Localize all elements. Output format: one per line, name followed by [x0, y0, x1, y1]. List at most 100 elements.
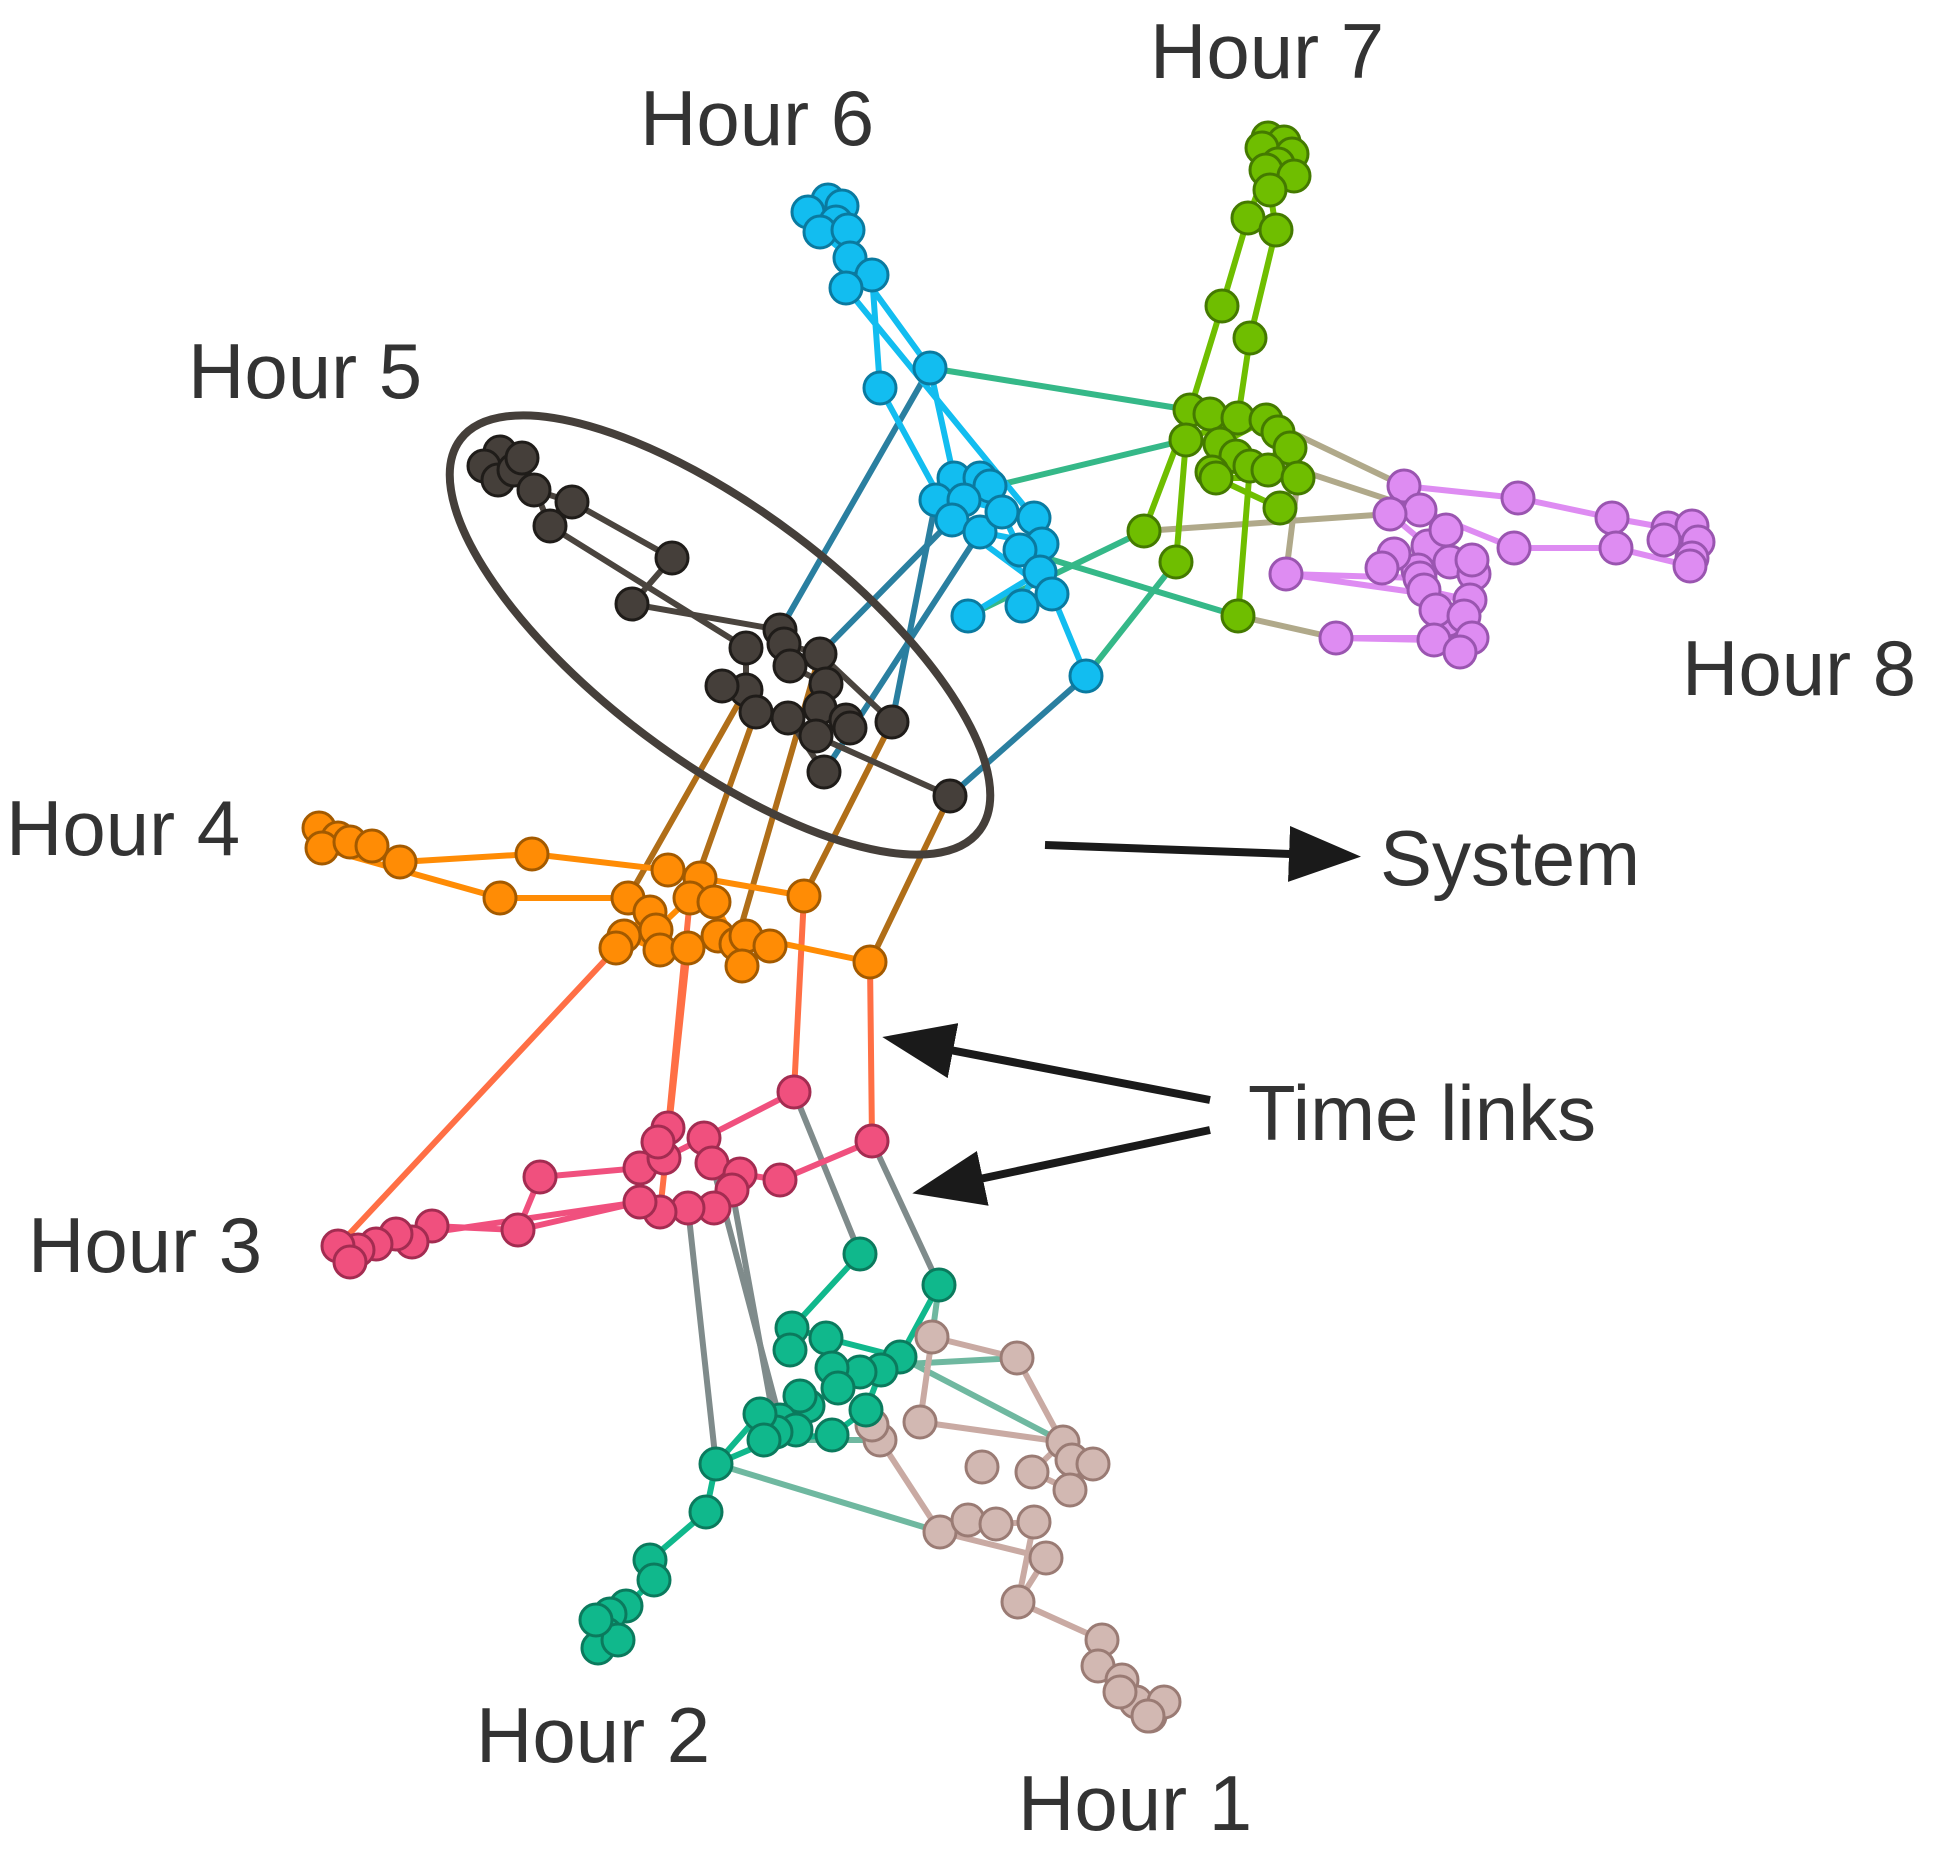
node-hour-5	[770, 700, 806, 736]
edge-hour-7	[1187, 303, 1225, 413]
edge-hour-8	[1401, 483, 1521, 501]
node-hour-2	[820, 1370, 856, 1406]
node-hour-5	[772, 648, 808, 684]
node-hour-1	[1014, 1454, 1050, 1490]
node-hour-6	[1068, 658, 1104, 694]
node-hour-3	[622, 1184, 658, 1220]
edge-hour-5	[547, 523, 749, 651]
node-hour-4	[514, 836, 550, 872]
node-hour-4	[650, 852, 686, 888]
system-highlight-ellipse	[445, 411, 995, 859]
edge-hour-6	[927, 365, 957, 481]
node-hour-2	[814, 1417, 850, 1453]
node-hour-6	[950, 598, 986, 634]
node-hour-7	[1280, 460, 1316, 496]
node-hour-2	[746, 1422, 782, 1458]
node-hour-7	[1168, 422, 1204, 458]
node-hour-1	[902, 1404, 938, 1440]
edge-hour-5	[629, 601, 783, 633]
node-hour-1	[1052, 1472, 1088, 1508]
label-hour-8: Hour 8	[1682, 624, 1916, 712]
node-hour-6	[1004, 588, 1040, 624]
node-hour-7	[1220, 598, 1256, 634]
node-hour-8	[1454, 542, 1490, 578]
node-hour-3	[854, 1123, 890, 1159]
edge-hour-5	[569, 499, 675, 561]
node-hour-6	[962, 514, 998, 550]
time-link	[1141, 511, 1393, 534]
node-hour-8	[1598, 530, 1634, 566]
node-hour-4	[752, 928, 788, 964]
time-link	[889, 497, 939, 725]
node-hour-2	[921, 1267, 957, 1303]
node-hour-3	[332, 1244, 368, 1280]
node-hour-1	[1000, 1584, 1036, 1620]
node-hour-1	[1016, 1504, 1052, 1540]
edge-hour-4	[397, 851, 535, 865]
time-link	[817, 517, 955, 657]
node-hour-4	[382, 844, 418, 880]
node-hour-8	[1364, 550, 1400, 586]
label-hour-3: Hour 3	[28, 1201, 262, 1289]
label-hour-1: Hour 1	[1018, 1759, 1252, 1847]
node-hour-5	[614, 586, 650, 622]
node-hour-8	[1372, 496, 1408, 532]
node-hour-5	[728, 630, 764, 666]
node-hour-6	[912, 350, 948, 386]
node-hour-3	[776, 1074, 812, 1110]
node-hour-5	[516, 472, 552, 508]
label-hour-6: Hour 6	[640, 74, 874, 162]
node-hour-4	[724, 948, 760, 984]
node-hour-7	[1262, 490, 1298, 526]
node-hour-4	[696, 884, 732, 920]
node-hour-8	[1672, 548, 1708, 584]
node-hour-2	[698, 1446, 734, 1482]
node-hour-8	[1646, 522, 1682, 558]
node-hour-7	[1232, 320, 1268, 356]
node-hour-3	[500, 1212, 536, 1248]
node-hour-7	[1198, 460, 1234, 496]
node-hour-3	[522, 1159, 558, 1195]
time-link	[801, 719, 895, 899]
node-hour-4	[852, 944, 888, 980]
time-link	[927, 365, 1193, 413]
node-hour-5	[874, 704, 910, 740]
node-hour-1	[1102, 1674, 1138, 1710]
time-link	[867, 793, 953, 965]
node-hour-1	[978, 1506, 1014, 1542]
node-hour-7	[1158, 544, 1194, 580]
system-arrow	[1044, 825, 1361, 882]
node-hour-8	[1500, 480, 1536, 516]
node-hour-7	[1250, 452, 1286, 488]
time-link	[1017, 547, 1241, 619]
edge-hour-4	[697, 875, 807, 899]
time-link	[1083, 559, 1179, 679]
time-link	[685, 1205, 719, 1467]
time-link	[791, 1089, 863, 1257]
nodes-group	[301, 120, 1716, 1734]
node-hour-5	[654, 540, 690, 576]
label-hour-2: Hour 2	[476, 1691, 710, 1779]
node-hour-7	[1126, 513, 1162, 549]
node-hour-2	[848, 1392, 884, 1428]
node-hour-1	[999, 1340, 1035, 1376]
time-link	[625, 687, 749, 901]
node-hour-8	[1418, 592, 1454, 628]
node-hour-7	[1204, 288, 1240, 324]
node-hour-8	[1386, 468, 1422, 504]
node-hour-2	[782, 1378, 818, 1414]
node-hour-8	[1594, 500, 1630, 536]
label-hour-5: Hour 5	[188, 327, 422, 415]
node-hour-5	[504, 440, 540, 476]
node-hour-6	[828, 270, 864, 306]
node-hour-6	[984, 494, 1020, 530]
node-hour-5	[932, 778, 968, 814]
node-hour-5	[704, 668, 740, 704]
node-hour-8	[1268, 556, 1304, 592]
label-hour-4: Hour 4	[6, 784, 240, 872]
node-hour-2	[842, 1236, 878, 1272]
node-hour-6	[1034, 576, 1070, 612]
node-hour-1	[914, 1319, 950, 1355]
node-hour-1	[1028, 1540, 1064, 1576]
